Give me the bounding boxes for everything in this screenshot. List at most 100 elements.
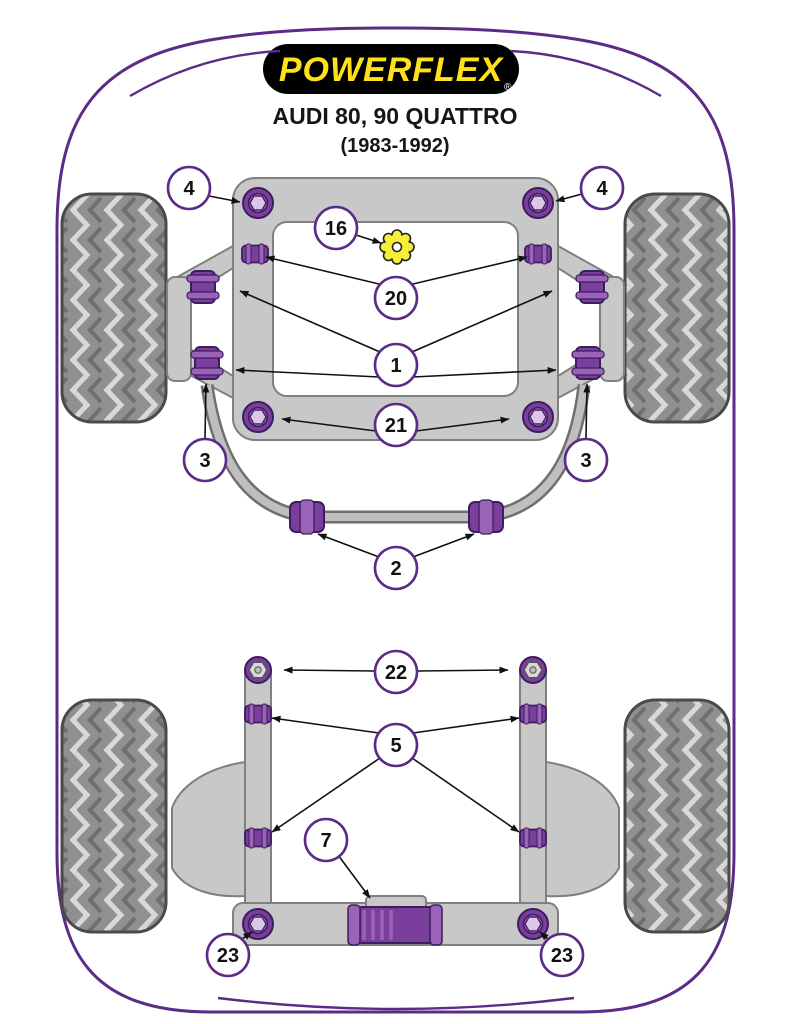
rear-trailing-arm-right bbox=[519, 661, 547, 929]
tire-front-right bbox=[623, 192, 731, 424]
anti-roll-bar-bush-right bbox=[468, 499, 504, 535]
arrow-23-left bbox=[241, 931, 253, 940]
callout-circle bbox=[373, 402, 419, 448]
callout-circle bbox=[563, 437, 609, 483]
callout-circle bbox=[373, 722, 419, 768]
callout-4-front-left: 4 bbox=[166, 165, 212, 211]
rear-arm-upper-bush-right bbox=[519, 703, 547, 725]
rear-suspension bbox=[171, 656, 620, 946]
callout-circle bbox=[373, 649, 419, 695]
car-body-outline bbox=[55, 26, 736, 1014]
arrow-16 bbox=[355, 234, 382, 244]
callout-number: 1 bbox=[390, 355, 401, 377]
anti-roll-bar-bush-left bbox=[289, 499, 325, 535]
arrow-5-lower-left bbox=[271, 757, 381, 833]
bushing-arm-upper-left bbox=[186, 270, 220, 304]
callout-number: 21 bbox=[385, 415, 407, 437]
callout-number: 2 bbox=[390, 558, 401, 580]
rear-arm-lower-bush-left bbox=[244, 827, 272, 849]
bushing-subframe-front-left bbox=[242, 187, 274, 219]
callout-number: 4 bbox=[183, 178, 195, 200]
arrow-3-left bbox=[202, 383, 210, 439]
callout-circle bbox=[373, 545, 419, 591]
arrow-3-right bbox=[583, 383, 591, 439]
bushing-arm-upper-right bbox=[575, 270, 609, 304]
tire-front-left bbox=[60, 192, 168, 424]
tire-rear-left bbox=[60, 698, 168, 934]
bushing-upper-inner-right bbox=[524, 243, 552, 265]
bushing-arm-lower-right bbox=[571, 346, 605, 380]
bushing-upper-inner-left bbox=[241, 243, 269, 265]
page-subtitle: (1983-1992) bbox=[341, 135, 450, 157]
bushing-subframe-rear-right bbox=[522, 401, 554, 433]
arrow-22-left bbox=[283, 666, 375, 674]
front-hub-left bbox=[166, 276, 192, 382]
callout-7: 7 bbox=[303, 817, 349, 863]
rear-arm-outer-right bbox=[545, 760, 620, 898]
callout-number: 20 bbox=[385, 288, 407, 310]
arrow-20-right bbox=[412, 255, 528, 285]
callout-circle bbox=[166, 165, 212, 211]
bushing-subframe-front-right bbox=[522, 187, 554, 219]
callout-3-right: 3 bbox=[563, 437, 609, 483]
callout-arrows bbox=[202, 193, 591, 941]
callout-number: 23 bbox=[217, 945, 239, 967]
rear-centre-bush bbox=[347, 895, 443, 946]
rear-arm-lower-bush-right bbox=[519, 827, 547, 849]
callout-number: 23 bbox=[551, 945, 573, 967]
callouts: 4 4 16 20 1 21 3 3 bbox=[166, 165, 625, 978]
rear-arm-upper-bush-left bbox=[244, 703, 272, 725]
callout-number: 3 bbox=[199, 450, 210, 472]
callout-circle bbox=[373, 342, 419, 388]
bushing-arm-lower-left bbox=[190, 346, 224, 380]
rear-top-mount-right bbox=[519, 656, 547, 684]
arrow-23-right bbox=[539, 931, 549, 941]
front-fender-line-right bbox=[510, 49, 662, 98]
callout-circle bbox=[205, 932, 251, 978]
arrow-1-lower-left bbox=[235, 366, 380, 378]
arrow-4-right bbox=[555, 193, 583, 203]
callout-circle bbox=[373, 275, 419, 321]
bushing-subframe-rear-left bbox=[242, 401, 274, 433]
front-fender-line-left bbox=[129, 49, 281, 98]
callout-circle bbox=[313, 205, 359, 251]
callout-number: 16 bbox=[325, 218, 347, 240]
arrow-2-right bbox=[412, 533, 475, 558]
arrow-1-lower-right bbox=[412, 366, 557, 378]
arrow-21-left bbox=[281, 416, 377, 432]
arrow-1-upper-right bbox=[411, 290, 553, 353]
callout-circle bbox=[579, 165, 625, 211]
logo-text: POWERFLEX bbox=[279, 51, 505, 89]
logo-background bbox=[263, 44, 519, 94]
callout-23-right: 23 bbox=[539, 932, 585, 978]
callout-2: 2 bbox=[373, 545, 419, 591]
rear-top-mount-left bbox=[244, 656, 272, 684]
callout-5: 5 bbox=[373, 722, 419, 768]
arrow-5-lower-right bbox=[411, 757, 520, 833]
arrow-22-right bbox=[417, 666, 509, 674]
callout-1: 1 bbox=[373, 342, 419, 388]
callout-22: 22 bbox=[373, 649, 419, 695]
callout-21: 21 bbox=[373, 402, 419, 448]
callout-number: 3 bbox=[580, 450, 591, 472]
front-hub-right bbox=[599, 276, 625, 382]
callout-circle bbox=[182, 437, 228, 483]
callout-4-front-right: 4 bbox=[579, 165, 625, 211]
arrow-7 bbox=[337, 854, 371, 899]
callout-circle bbox=[303, 817, 349, 863]
arrow-5-upper-right bbox=[412, 715, 520, 734]
callout-number: 4 bbox=[596, 178, 608, 200]
callout-16: 16 bbox=[313, 205, 359, 251]
callout-number: 22 bbox=[385, 662, 407, 684]
registered-mark: ® bbox=[504, 82, 512, 93]
rear-trailing-arm-left bbox=[244, 661, 272, 929]
tire-rear-right bbox=[623, 698, 731, 934]
powerflex-logo: POWERFLEX ® bbox=[263, 44, 519, 94]
callout-20: 20 bbox=[373, 275, 419, 321]
rear-bumper-line bbox=[217, 996, 575, 1011]
callout-number: 5 bbox=[390, 735, 401, 757]
alignment-cam bbox=[379, 229, 415, 265]
rear-arm-outer-left bbox=[171, 760, 246, 898]
